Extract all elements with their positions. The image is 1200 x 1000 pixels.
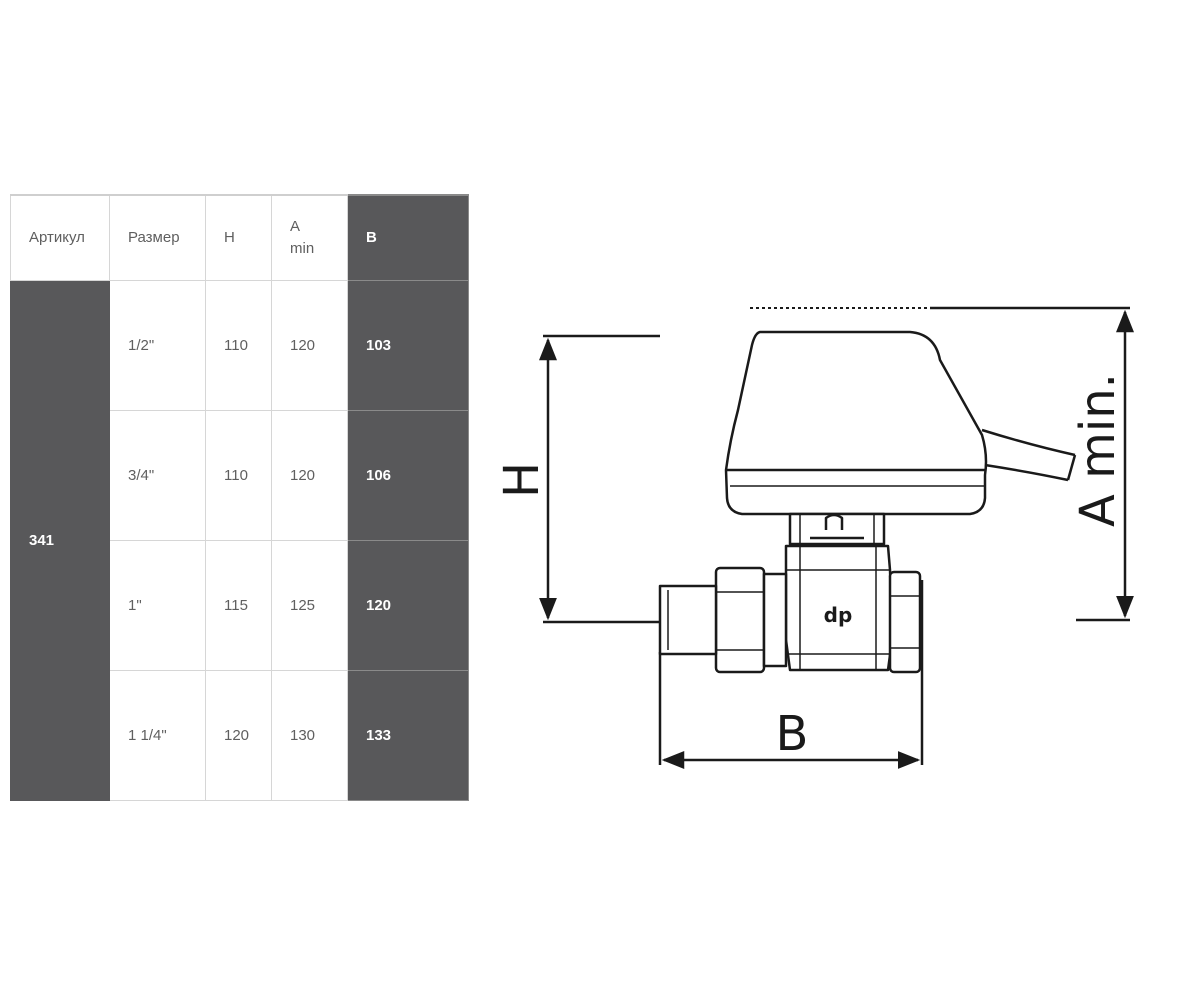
dimension-b xyxy=(658,580,924,769)
valve-drawing: dp H A min. B xyxy=(494,306,1134,769)
label-b: B xyxy=(776,706,809,762)
b-cell: 103 xyxy=(347,280,469,411)
header-size: Размер xyxy=(109,194,206,281)
label-a-min: A min. xyxy=(1070,373,1126,527)
table-row: 1 1/4" 120 130 133 xyxy=(11,670,469,801)
header-a-label: A xyxy=(290,218,301,235)
table-row: 341 1/2" 110 120 103 xyxy=(10,280,469,801)
logo-text: dp xyxy=(824,603,853,627)
size-cell: 1/2" xyxy=(109,280,206,411)
right-nut xyxy=(888,570,922,674)
h-cell: 120 xyxy=(205,670,272,801)
a-cell: 125 xyxy=(271,540,348,671)
b-cell: 120 xyxy=(347,540,469,671)
left-union-nut xyxy=(714,566,788,674)
valve-stem xyxy=(788,512,886,546)
b-cell: 133 xyxy=(347,670,469,801)
b-cell: 106 xyxy=(347,410,469,541)
dimension-h xyxy=(539,334,662,624)
label-h: H xyxy=(494,462,550,498)
header-b: B xyxy=(347,194,469,281)
a-cell: 120 xyxy=(271,410,348,541)
table-row: 1" 115 125 120 xyxy=(11,540,469,671)
size-cell: 1 1/4" xyxy=(109,670,206,801)
actuator-housing xyxy=(724,330,988,516)
cable xyxy=(981,428,1077,482)
header-min-label: min xyxy=(290,240,315,257)
header-article: Артикул xyxy=(10,194,110,281)
dimension-a-min xyxy=(750,306,1134,622)
size-cell: 3/4" xyxy=(109,410,206,541)
article-cell: 341 xyxy=(10,280,110,801)
a-cell: 130 xyxy=(271,670,348,801)
h-cell: 110 xyxy=(205,410,272,541)
table-row: 3/4" 110 120 106 xyxy=(11,410,469,541)
h-cell: 110 xyxy=(205,280,272,411)
h-cell: 115 xyxy=(205,540,272,671)
a-cell: 120 xyxy=(271,280,348,411)
size-cell: 1" xyxy=(109,540,206,671)
header-h: H xyxy=(205,194,272,281)
left-tail xyxy=(658,584,718,656)
